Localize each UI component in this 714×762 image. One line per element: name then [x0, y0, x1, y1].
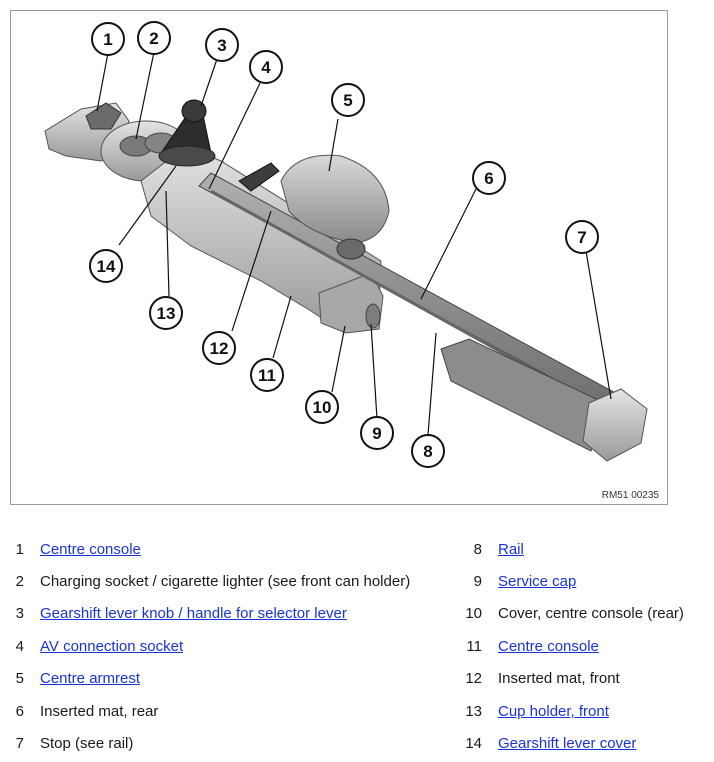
av-socket-shape	[238, 162, 280, 192]
callout-label: 3	[217, 36, 226, 55]
legend-number: 9	[473, 573, 482, 590]
callout-2: 2	[137, 21, 171, 55]
callout-13: 13	[149, 296, 183, 330]
callout-label: 5	[343, 91, 352, 110]
callout-10: 10	[305, 390, 339, 424]
callout-label: 6	[484, 169, 493, 188]
callout-label: 4	[261, 58, 271, 77]
legend-link-cup-holder[interactable]: Cup holder, front	[498, 703, 609, 720]
legend-number: 14	[465, 735, 482, 752]
legend-number: 11	[466, 638, 482, 655]
callout-label: 10	[313, 398, 332, 417]
legend-text-charging-socket: Charging socket / cigarette lighter (see…	[40, 573, 411, 590]
callout-9: 9	[360, 416, 394, 450]
callout-label: 14	[97, 257, 116, 276]
callout-11: 11	[250, 358, 284, 392]
callout-7: 7	[565, 220, 599, 254]
legend-number: 12	[465, 670, 482, 687]
callout-3: 3	[205, 28, 239, 62]
callout-label: 8	[423, 442, 432, 461]
callout-5: 5	[331, 83, 365, 117]
legend-link-av-socket[interactable]: AV connection socket	[40, 638, 184, 655]
callout-14: 14	[89, 249, 123, 283]
legend-link-service-cap[interactable]: Service cap	[498, 573, 577, 590]
legend-link-gearshift-cover[interactable]: Gearshift lever cover	[498, 735, 637, 752]
stop-block-shape	[582, 388, 648, 462]
callout-label: 9	[372, 424, 381, 443]
legend-number: 13	[465, 703, 482, 720]
callout-label: 12	[210, 339, 229, 358]
leader-lines	[96, 51, 612, 436]
callout-label: 11	[258, 366, 276, 385]
legend-number: 6	[15, 703, 24, 720]
legend-text-stop: Stop (see rail)	[40, 735, 134, 752]
callout-12: 12	[202, 331, 236, 365]
legend-link-rail[interactable]: Rail	[498, 541, 524, 558]
legend-link-centre-armrest[interactable]: Centre armrest	[40, 670, 141, 687]
legend-text-cover-centre-console: Cover, centre console (rear)	[498, 605, 684, 622]
callout-6: 6	[472, 161, 506, 195]
legend-number: 8	[473, 541, 482, 558]
callout-4: 4	[249, 50, 283, 84]
callout-label: 1	[103, 30, 112, 49]
legend-number: 7	[15, 735, 24, 752]
lighter-insert-shape	[85, 102, 122, 130]
legend-number: 2	[15, 573, 24, 590]
legend-number: 3	[15, 605, 24, 622]
legend-link-centre-console[interactable]: Centre console	[40, 541, 141, 558]
callout-label: 13	[157, 304, 176, 323]
gear-knob-shape	[181, 99, 207, 123]
callout-label: 7	[577, 228, 586, 247]
callout-label: 2	[149, 29, 158, 48]
legend-number: 1	[15, 541, 24, 558]
armrest-shape	[280, 154, 390, 244]
legend-number: 4	[15, 638, 24, 655]
legend-link-centre-console-2[interactable]: Centre console	[498, 638, 599, 655]
service-cap-shape	[365, 303, 381, 329]
legend-number: 5	[15, 670, 24, 687]
legend-text-inserted-mat-rear: Inserted mat, rear	[40, 703, 159, 720]
legend-text-inserted-mat-front: Inserted mat, front	[498, 670, 620, 687]
diagram-figure: 1 2 3 4 5 6 7 8	[10, 10, 668, 505]
console-illustration: 1 2 3 4 5 6 7 8	[44, 21, 648, 468]
legend-link-gearshift-knob[interactable]: Gearshift lever knob / handle for select…	[40, 605, 347, 622]
figure-reference-code: RM51 00235	[601, 490, 659, 501]
legend-number: 10	[465, 605, 482, 622]
callout-8: 8	[411, 434, 445, 468]
callout-1: 1	[91, 22, 125, 56]
